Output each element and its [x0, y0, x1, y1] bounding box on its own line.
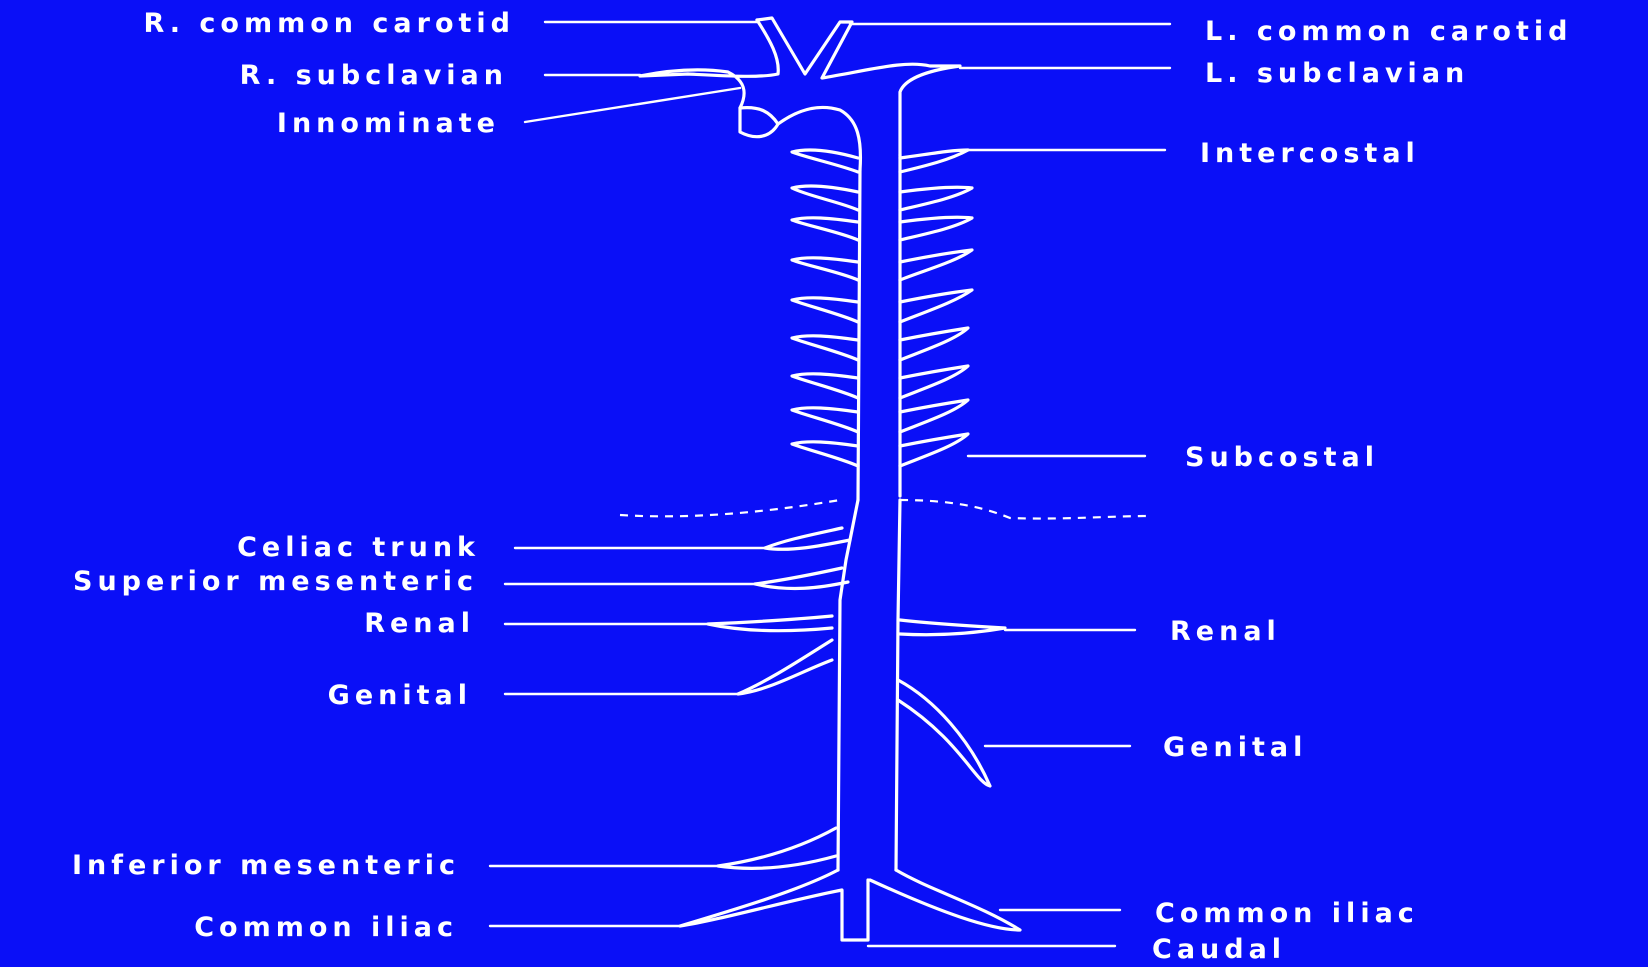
- iliac-bifurcation: [680, 870, 1020, 940]
- label-r-subclavian: R. subclavian: [240, 60, 508, 91]
- label-innominate: Innominate: [277, 108, 500, 139]
- visceral-branches: [708, 528, 1005, 868]
- label-genital-right-side: Genital: [1163, 732, 1307, 763]
- aortic-arch: [640, 18, 960, 170]
- label-superior-mesenteric: Superior mesenteric: [73, 566, 478, 597]
- label-intercostal: Intercostal: [1200, 138, 1420, 169]
- intercostal-arteries-right: [792, 150, 858, 466]
- label-l-common-carotid: L. common carotid: [1205, 16, 1572, 47]
- intercostal-arteries-left: [900, 150, 972, 466]
- label-l-subclavian: L. subclavian: [1205, 58, 1469, 89]
- label-genital-left-side: Genital: [328, 680, 472, 711]
- label-common-iliac-left-side: Common iliac: [194, 912, 458, 943]
- label-renal-right-side: Renal: [1170, 616, 1281, 647]
- label-r-common-carotid: R. common carotid: [143, 8, 515, 39]
- abdominal-aorta-walls: [838, 500, 900, 870]
- label-celiac-trunk: Celiac trunk: [237, 532, 480, 563]
- leader-lines: [490, 22, 1170, 946]
- label-caudal: Caudal: [1152, 934, 1286, 965]
- label-inferior-mesenteric: Inferior mesenteric: [72, 850, 460, 881]
- label-subcostal: Subcostal: [1185, 442, 1379, 473]
- label-common-iliac-right-side: Common iliac: [1155, 898, 1419, 929]
- label-renal-left-side: Renal: [364, 608, 475, 639]
- diaphragm-line: [620, 500, 1150, 519]
- thoracic-aorta-walls: [858, 155, 900, 500]
